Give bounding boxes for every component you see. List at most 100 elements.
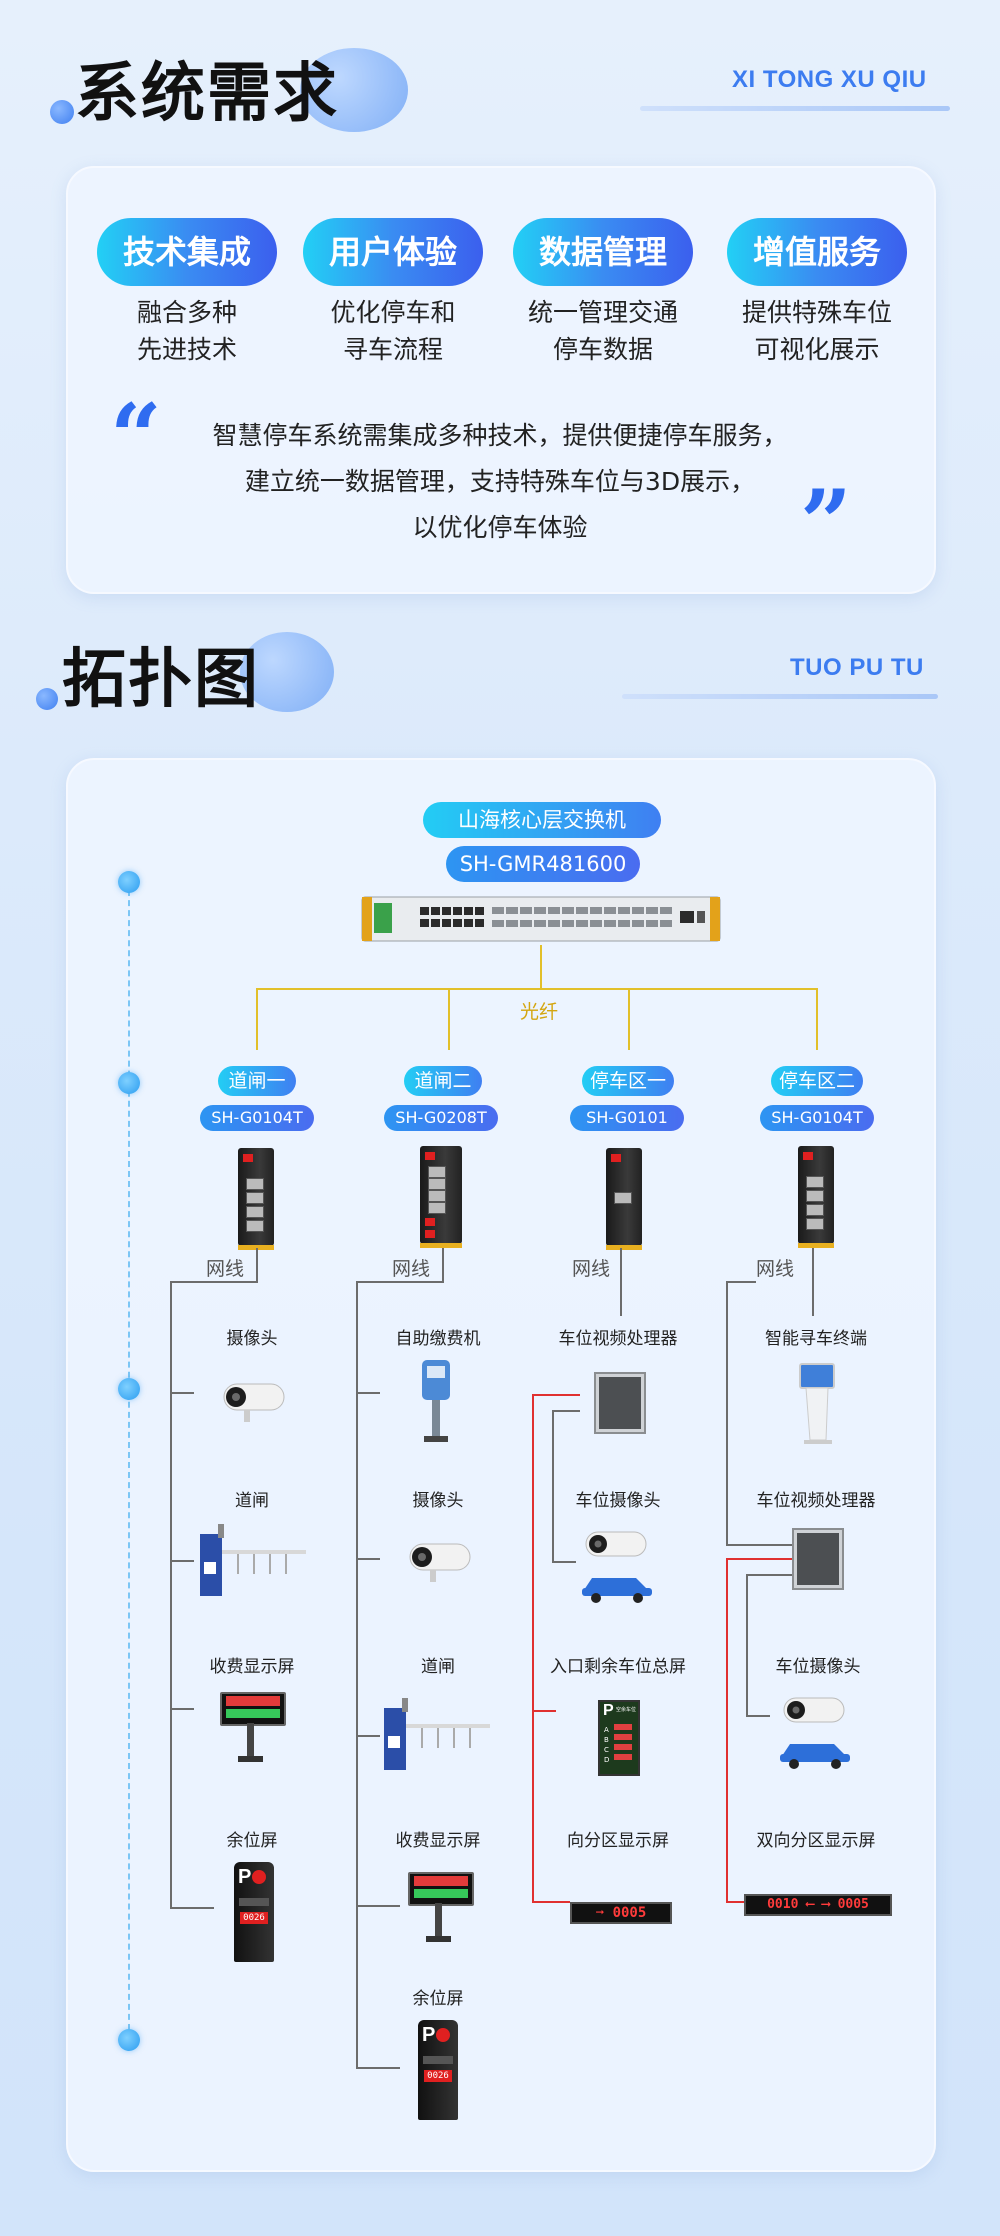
quote-text-line-1: 智慧停车系统需集成多种技术，提供便捷停车服务， bbox=[212, 421, 788, 450]
branch-model-tag: SH-G0104T bbox=[760, 1105, 874, 1131]
signal-line bbox=[532, 1394, 580, 1396]
section-underline bbox=[622, 694, 938, 699]
arrow-left-icon: ⟵ bbox=[798, 1897, 822, 1912]
branch-model-tag: SH-G0104T bbox=[200, 1105, 314, 1131]
car-finder-terminal-icon bbox=[799, 1363, 835, 1444]
section-title-requirements: 系统需求 bbox=[75, 57, 339, 131]
device-label-space-screen: 余位屏 bbox=[226, 1831, 278, 1851]
fiber-line bbox=[256, 988, 258, 1050]
device-label-space-screen: 余位屏 bbox=[412, 1989, 464, 2009]
cable-line bbox=[170, 1281, 258, 1283]
device-label-self-pay: 自助缴费机 bbox=[395, 1329, 481, 1349]
desc-line: 融合多种 bbox=[136, 298, 237, 327]
directional-screen-value: 0005 bbox=[612, 1905, 647, 1921]
desc-line: 可视化展示 bbox=[754, 335, 880, 364]
desc-line: 提供特殊车位 bbox=[741, 298, 892, 327]
fiber-label: 光纤 bbox=[520, 1001, 559, 1023]
bidirectional-right-value: 0005 bbox=[837, 1897, 869, 1912]
signal-line bbox=[726, 1558, 794, 1560]
pill-value-added: 增值服务 bbox=[727, 218, 907, 286]
branch-model-tag: SH-G0101 bbox=[570, 1105, 684, 1131]
branch-name-tag: 道闸二 bbox=[404, 1066, 482, 1096]
fiber-line bbox=[816, 988, 818, 1050]
space-camera-with-car-icon bbox=[780, 1697, 850, 1769]
total-screen-row-c: C bbox=[604, 1746, 609, 1754]
pill-desc-data-management: 统一管理交通 停车数据 bbox=[498, 294, 708, 368]
device-label-camera: 摄像头 bbox=[226, 1329, 278, 1349]
title-decoration-blob bbox=[240, 632, 334, 712]
device-label-video-processor: 车位视频处理器 bbox=[756, 1491, 876, 1511]
cable-line bbox=[170, 1708, 194, 1710]
cable-label: 网线 bbox=[572, 1258, 611, 1280]
pill-desc-value-added: 提供特殊车位 可视化展示 bbox=[712, 294, 922, 368]
arrow-right-icon: ➞ bbox=[595, 1905, 613, 1921]
cable-line bbox=[726, 1281, 728, 1545]
cable-line bbox=[442, 1248, 444, 1282]
cable-line bbox=[726, 1544, 794, 1546]
camera-icon bbox=[223, 1383, 285, 1422]
cable-line bbox=[170, 1907, 214, 1909]
pill-user-experience: 用户体验 bbox=[303, 218, 483, 286]
device-label-camera: 摄像头 bbox=[412, 1491, 464, 1511]
desc-line: 寻车流程 bbox=[342, 335, 443, 364]
title-decoration-dot bbox=[36, 688, 58, 710]
device-label-car-finder: 智能寻车终端 bbox=[765, 1329, 867, 1349]
signal-line bbox=[532, 1710, 556, 1712]
branch-name-tag: 停车区一 bbox=[582, 1066, 674, 1096]
quote-text-line-3: 以优化停车体验 bbox=[412, 513, 588, 542]
topology-card bbox=[66, 758, 936, 2172]
cable-label: 网线 bbox=[206, 1258, 245, 1280]
branch-model-tag: SH-G0208T bbox=[384, 1105, 498, 1131]
cable-line bbox=[170, 1392, 194, 1394]
pill-desc-user-experience: 优化停车和 寻车流程 bbox=[288, 294, 498, 368]
pill-data-management: 数据管理 bbox=[513, 218, 693, 286]
cable-line bbox=[256, 1248, 258, 1282]
cable-line bbox=[356, 1392, 380, 1394]
bidirectional-left-value: 0010 bbox=[767, 1897, 799, 1912]
industrial-switch-icon bbox=[420, 1146, 462, 1248]
fiber-line bbox=[540, 945, 542, 989]
device-label-fee-display: 收费显示屏 bbox=[209, 1657, 295, 1677]
total-screen-row-d: D bbox=[604, 1756, 610, 1764]
device-label-video-processor: 车位视频处理器 bbox=[558, 1329, 678, 1349]
quote-text-line-2: 建立统一数据管理，支持特殊车位与3D展示， bbox=[244, 467, 756, 496]
total-screen-row-a: A bbox=[604, 1726, 609, 1734]
arrow-right-icon: ⟶ bbox=[821, 1897, 838, 1912]
space-camera-with-car-icon bbox=[582, 1531, 652, 1603]
signal-line bbox=[726, 1901, 744, 1903]
pill-tech-integration: 技术集成 bbox=[97, 218, 277, 286]
directional-screen-icon: ➞ 0005 bbox=[570, 1902, 672, 1924]
cable-line bbox=[552, 1410, 580, 1412]
cable-line bbox=[620, 1248, 622, 1316]
desc-line: 先进技术 bbox=[136, 335, 237, 364]
video-processor-icon bbox=[792, 1528, 844, 1590]
title-decoration-blob bbox=[300, 48, 408, 132]
desc-line: 优化停车和 bbox=[330, 298, 456, 327]
industrial-switch-icon bbox=[606, 1148, 642, 1250]
cable-line bbox=[552, 1410, 554, 1562]
guide-dot bbox=[118, 2029, 140, 2051]
title-decoration-dot bbox=[50, 100, 74, 124]
cable-line bbox=[746, 1574, 794, 1576]
core-switch-name-tag: 山海核心层交换机 bbox=[423, 802, 661, 838]
device-label-barrier: 道闸 bbox=[235, 1491, 269, 1511]
device-label-entrance-total-screen: 入口剩余车位总屏 bbox=[550, 1657, 686, 1677]
cable-line bbox=[170, 1560, 194, 1562]
cable-line bbox=[356, 1905, 400, 1907]
signal-line bbox=[532, 1901, 570, 1903]
guide-dot bbox=[118, 1378, 140, 1400]
fee-display-icon bbox=[220, 1692, 286, 1762]
cable-line bbox=[356, 1735, 380, 1737]
device-label-barrier: 道闸 bbox=[421, 1657, 455, 1677]
device-label-fee-display: 收费显示屏 bbox=[395, 1831, 481, 1851]
desc-line: 统一管理交通 bbox=[527, 298, 678, 327]
entrance-total-screen-icon: P 空余车位 A B C D bbox=[598, 1700, 640, 1776]
device-label-bidirectional-screen: 双向分区显示屏 bbox=[756, 1831, 876, 1851]
total-screen-p: P bbox=[603, 1702, 614, 1719]
quote-open-icon: “ bbox=[110, 384, 162, 490]
total-screen-header: 空余车位 bbox=[616, 1707, 637, 1713]
fiber-line bbox=[256, 988, 818, 990]
branch-name-tag: 停车区二 bbox=[771, 1066, 863, 1096]
